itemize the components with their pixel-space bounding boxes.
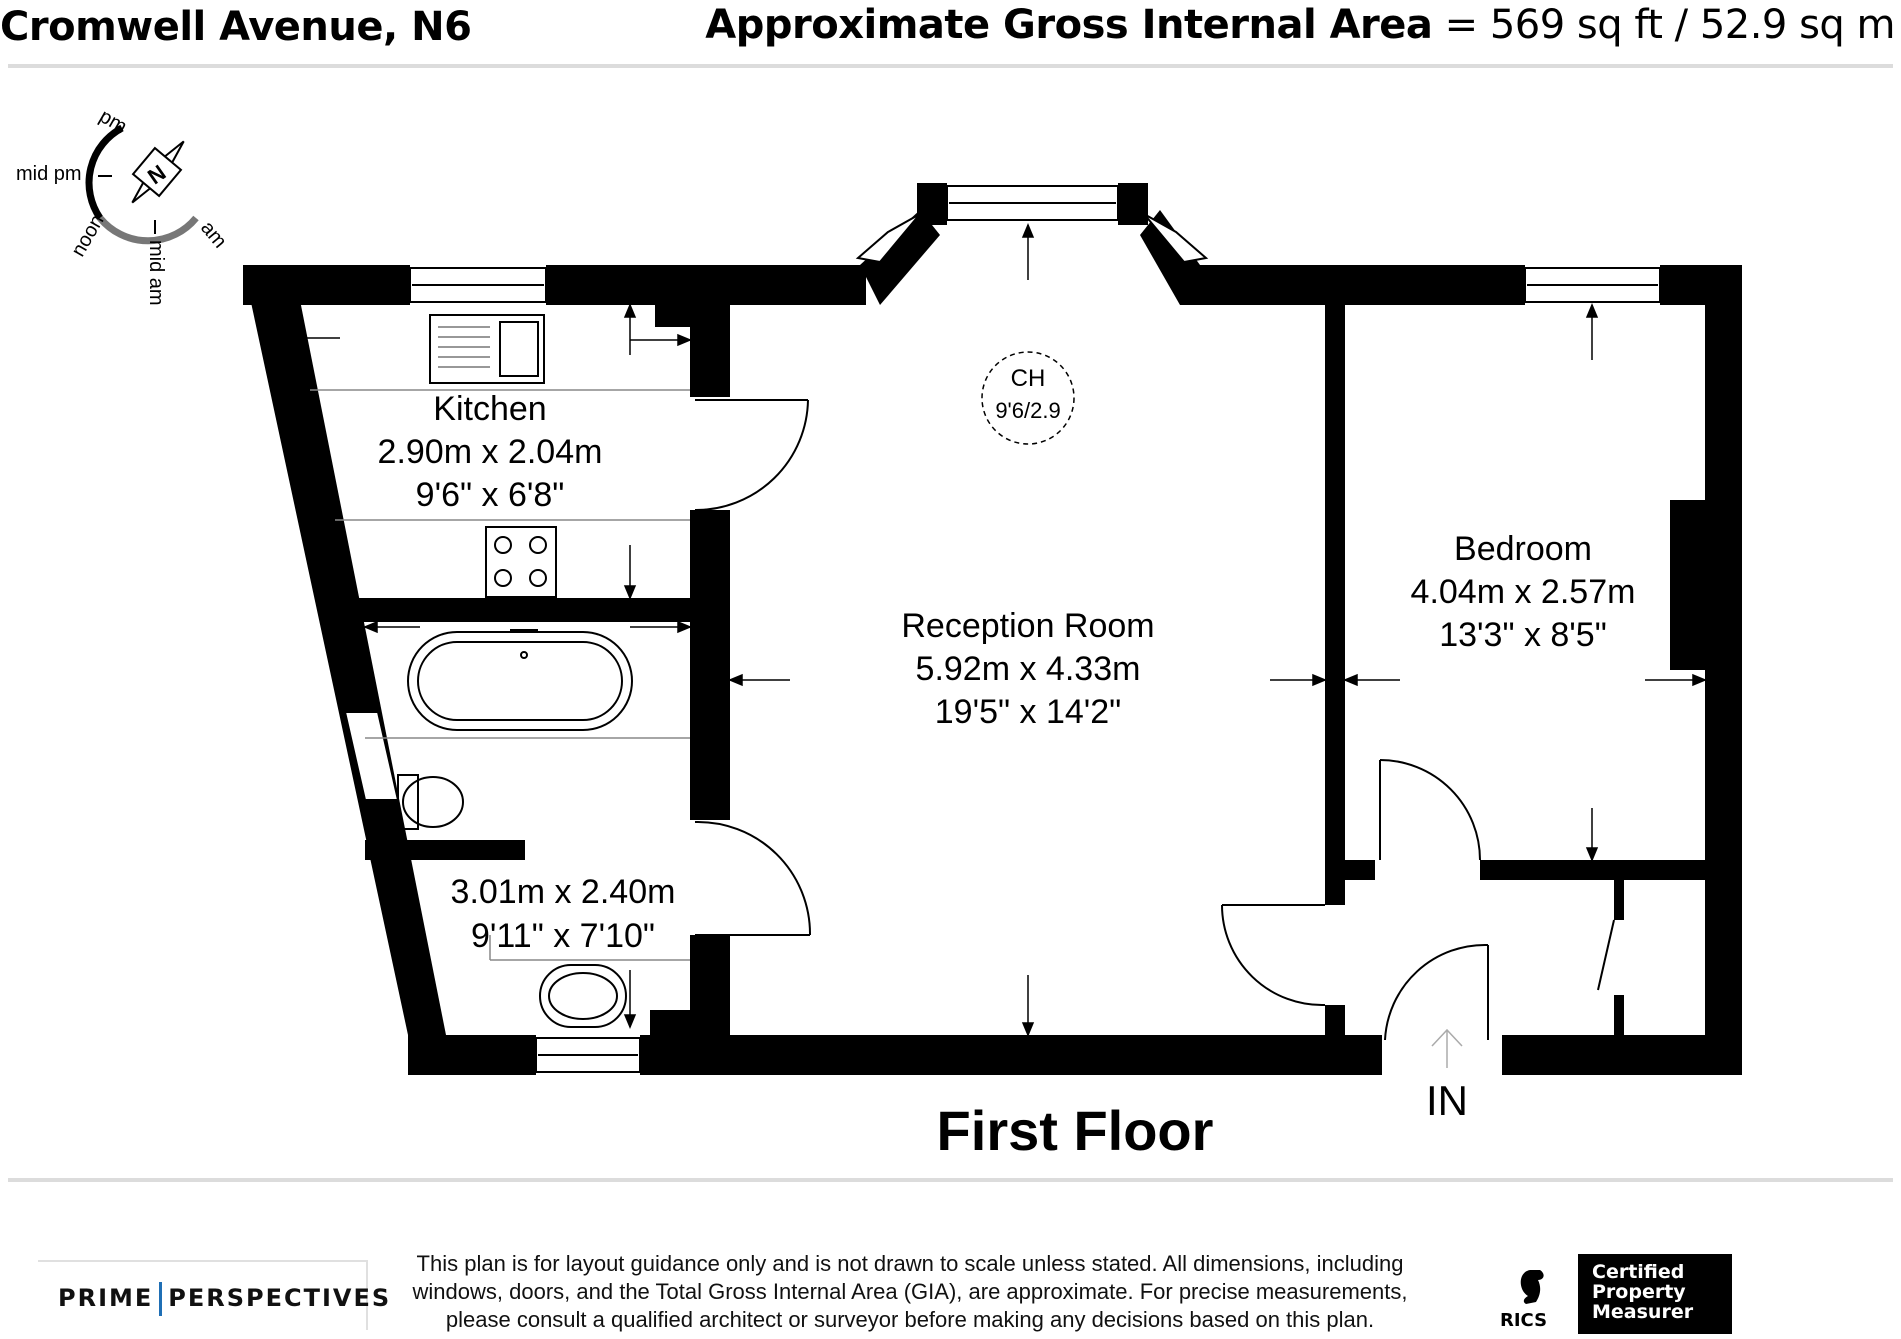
toilet-icon — [397, 774, 419, 830]
wall-bay-corner-left — [917, 183, 947, 225]
logo-perspectives: PERSPECTIVES — [168, 1284, 392, 1312]
doors — [694, 399, 1615, 1041]
wall-top-right — [1180, 265, 1525, 305]
certified-property-measurer-badge: Certified Property Measurer — [1578, 1254, 1732, 1334]
wall-kitchen-reception-top — [690, 305, 730, 397]
reception-name: Reception Room — [901, 607, 1154, 645]
disclaimer-line-3: please consult a qualified architect or … — [445, 1307, 1375, 1332]
wall-bottom-left — [408, 1035, 536, 1075]
wall-bay-corner-right — [1118, 183, 1148, 225]
walls — [243, 183, 1742, 1075]
rics-logo: RICS — [1500, 1262, 1580, 1334]
basin-icon — [539, 964, 627, 1028]
floor-label: First Floor — [937, 1099, 1214, 1162]
logo-prime: PRIME — [58, 1284, 154, 1312]
bath-icon — [407, 631, 633, 731]
compass: N pm mid pm noon mid am am — [16, 105, 231, 305]
wall-bathroom-stub — [365, 840, 525, 860]
door-bedroom-arc — [1379, 759, 1481, 861]
compass-arc-pm — [85, 124, 124, 220]
header: Cromwell Avenue, N6 Approximate Gross In… — [0, 0, 1901, 70]
disclaimer-line-1: This plan is for layout guidance only an… — [416, 1251, 1404, 1276]
logo-separator — [159, 1282, 163, 1316]
rics-text: RICS — [1500, 1310, 1548, 1331]
ceiling-height-value: 9'6/2.9 — [995, 398, 1060, 423]
entrance-label: IN — [1426, 1077, 1468, 1124]
kitchen-name: Kitchen — [433, 390, 546, 428]
compass-noon: noon — [67, 211, 108, 261]
ceiling-height-label: CH — [1011, 365, 1046, 392]
door-entrance-arc — [1384, 943, 1489, 1041]
wall-bottom-right — [1502, 1035, 1742, 1075]
brand-logo: PRIME PERSPECTIVES — [38, 1258, 389, 1330]
compass-pm: pm — [96, 105, 131, 138]
header-divider — [8, 64, 1893, 68]
wall-right — [1705, 265, 1742, 1075]
hob-icon — [485, 526, 557, 598]
gia-value: = 569 sq ft / 52.9 sq m — [1432, 2, 1896, 48]
window-bay-left — [855, 213, 921, 264]
kitchen-imperial: 9'6" x 6'8" — [416, 476, 565, 514]
door-bathroom-arc — [694, 820, 812, 936]
gia-label: Approximate Gross Internal Area — [705, 2, 1433, 48]
compass-am: am — [196, 217, 231, 252]
wall-bay-left — [860, 210, 940, 305]
gross-internal-area: Approximate Gross Internal Area = 569 sq… — [705, 2, 1895, 48]
bathroom-metric: 3.01m x 2.40m — [451, 873, 676, 911]
door-cupboard — [1597, 919, 1615, 991]
entry-arrow-icon — [1431, 1028, 1463, 1068]
floor-plan: N pm mid pm noon mid am am — [16, 105, 1742, 1162]
fixtures — [310, 314, 1463, 1068]
wall-kitchen-reception-lower — [690, 510, 730, 820]
dimension-arrows — [291, 223, 1707, 1037]
wall-reception-bedroom — [1325, 305, 1345, 905]
wall-top-left — [243, 265, 410, 305]
wall-top-mid — [546, 265, 866, 305]
reception-metric: 5.92m x 4.33m — [916, 650, 1141, 688]
disclaimer-line-2: windows, doors, and the Total Gross Inte… — [412, 1279, 1408, 1304]
compass-arc-am — [97, 215, 199, 245]
window-bay-right — [1143, 213, 1209, 264]
wall-kitchen-bathroom — [350, 598, 730, 622]
disclaimer: This plan is for layout guidance only an… — [390, 1250, 1430, 1334]
bedroom-imperial: 13'3" x 8'5" — [1439, 616, 1607, 654]
compass-mid-pm: mid pm — [16, 163, 82, 185]
bedroom-metric: 4.04m x 2.57m — [1411, 573, 1636, 611]
bathroom-imperial: 9'11" x 7'10" — [471, 917, 655, 955]
chimney-breast — [1670, 500, 1710, 670]
property-address: Cromwell Avenue, N6 — [0, 4, 472, 50]
door-reception-arc — [1221, 904, 1326, 1007]
bedroom-name: Bedroom — [1454, 530, 1592, 568]
sink-icon — [429, 314, 545, 384]
kitchen-metric: 2.90m x 2.04m — [378, 433, 603, 471]
ceiling-height-marker — [981, 351, 1075, 445]
footer-divider — [8, 1178, 1893, 1182]
wall-bedroom-entry — [1480, 860, 1710, 880]
door-kitchen-arc — [694, 399, 809, 512]
wall-bottom-mid — [640, 1035, 1382, 1075]
reception-imperial: 19'5" x 14'2" — [935, 693, 1121, 731]
rics-lion-icon — [1520, 1270, 1544, 1304]
windows — [343, 185, 1661, 1073]
wall-left — [243, 265, 446, 1035]
wall-bath-reception-bottom — [690, 935, 730, 1035]
compass-mid-am: mid am — [145, 240, 167, 306]
